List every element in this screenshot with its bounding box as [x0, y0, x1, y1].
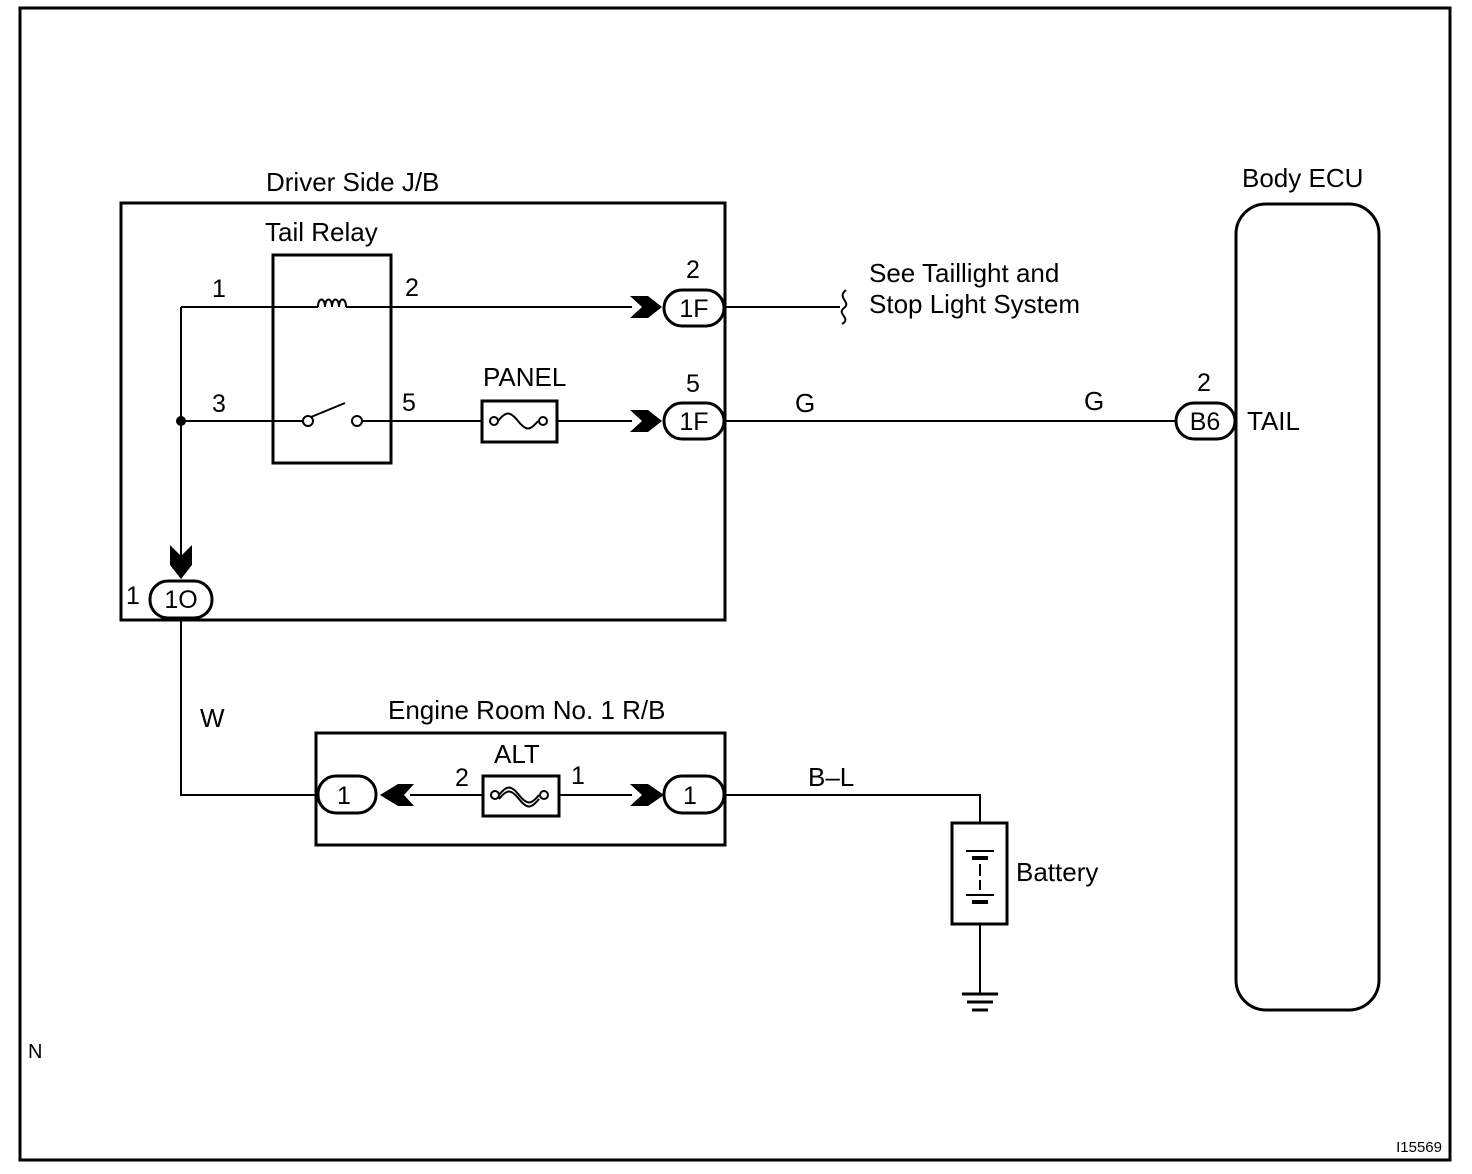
figure-id: I15569 [1396, 1139, 1442, 1156]
outer-frame [18, 6, 1452, 1162]
engine-rb-box [314, 731, 727, 847]
switch-contact-left [302, 415, 314, 427]
alt-fuse [481, 774, 561, 818]
wire-w-label: W [200, 703, 225, 733]
switch-contact-right [351, 415, 363, 427]
note-line-2: Stop Light System [869, 289, 1080, 319]
driver-jb-box [119, 201, 727, 622]
note-line-1: See Taillight and [869, 258, 1059, 288]
relay-pin-5: 5 [402, 389, 416, 417]
junction-dot [176, 416, 186, 426]
relay-pin-1: 1 [212, 275, 226, 303]
engine-rb-right-arrow [630, 784, 664, 806]
engine-rb-conn-right-label: 1 [683, 782, 697, 810]
body-ecu-conn-pin: 2 [1197, 369, 1211, 397]
body-ecu-tail-terminal: TAIL [1247, 406, 1300, 436]
conn-1f-mid-arrow [630, 410, 662, 432]
body-ecu-conn-b6 [1174, 401, 1237, 441]
wire-bl [724, 794, 981, 823]
conn-1f-top-label: 1F [679, 295, 708, 323]
relay-pin-2: 2 [405, 274, 419, 302]
wire-g-label-right: G [1084, 386, 1104, 416]
battery-symbol [950, 821, 1009, 926]
body-ecu-title: Body ECU [1242, 163, 1363, 193]
panel-fuse-label: PANEL [483, 362, 566, 392]
relay-pin-3: 3 [212, 390, 226, 418]
wire-break-mark [840, 289, 848, 325]
engine-rb-title: Engine Room No. 1 R/B [388, 695, 665, 725]
conn-1f-top-arrow [630, 296, 662, 318]
body-ecu-box [1234, 202, 1381, 1012]
conn-1o-arrow [170, 545, 192, 579]
alt-fuse-pin-left: 2 [455, 764, 469, 792]
conn-1f-mid-label: 1F [679, 408, 708, 436]
body-ecu-conn-b6-label: B6 [1190, 408, 1221, 436]
tail-relay-title: Tail Relay [265, 217, 378, 247]
engine-rb-left-arrow [380, 784, 414, 806]
ground-icon [962, 992, 998, 1012]
relay-coil-circuit [181, 298, 632, 308]
battery-label: Battery [1016, 857, 1098, 887]
wire-w [180, 618, 318, 796]
conn-1f-top-pin: 2 [686, 256, 700, 284]
engine-rb-conn-left-label: 1 [337, 782, 351, 810]
corner-mark-n: N [28, 1041, 42, 1063]
panel-fuse [480, 399, 559, 444]
alt-fuse-pin-right: 1 [571, 762, 585, 790]
wire-bl-label: B–L [808, 762, 854, 792]
driver-jb-title: Driver Side J/B [266, 167, 439, 197]
engine-rb-conn-left [316, 774, 378, 815]
conn-1o-pin: 1 [126, 582, 140, 610]
conn-1o-label: 1O [164, 586, 197, 614]
alt-fuse-label: ALT [494, 739, 540, 769]
tail-relay-box [271, 253, 393, 465]
relay-switch-circuit [181, 402, 483, 427]
conn-1f-mid-pin: 5 [686, 370, 700, 398]
wire-g-label-left: G [795, 388, 815, 418]
